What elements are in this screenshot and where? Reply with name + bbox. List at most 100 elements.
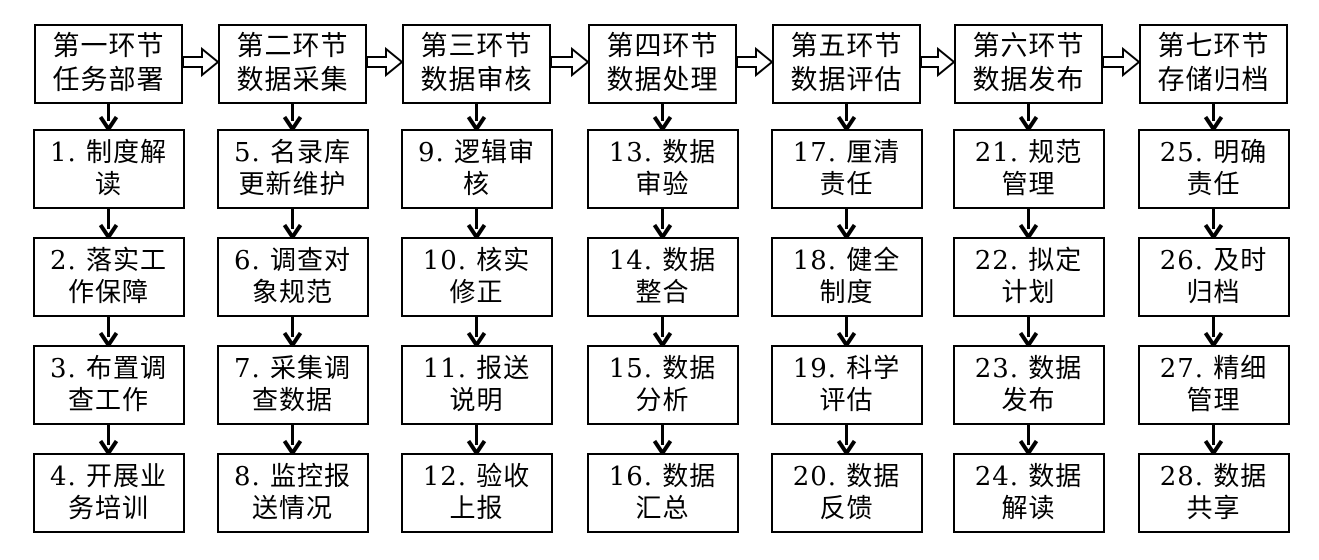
step-box-7-2-line-2: 归档	[1186, 278, 1241, 308]
step-box-3-1-line-1: 9. 逻辑审	[417, 138, 536, 168]
step-box-6-1: 21. 规范管理	[952, 129, 1105, 209]
down-arrow-5-2	[836, 317, 857, 349]
step-box-6-3-line-2: 发布	[1001, 386, 1056, 416]
step-box-5-4-line-2: 反馈	[819, 494, 874, 524]
step-box-4-2-line-2: 整合	[635, 278, 690, 308]
step-box-1-4-line-1: 4. 开展业	[49, 462, 168, 492]
down-arrow-2-1	[282, 209, 303, 241]
step-box-2-2-line-2: 象规范	[251, 278, 333, 308]
step-box-4-2: 14. 数据整合	[586, 237, 739, 317]
step-box-2-3: 7. 采集调查数据	[216, 345, 369, 425]
step-box-1-3-line-2: 查工作	[67, 386, 149, 416]
down-arrow-1-3	[98, 425, 119, 457]
step-box-1-3: 3. 布置调查工作	[32, 345, 185, 425]
step-box-1-1-line-2: 读	[94, 170, 122, 200]
step-box-6-3: 23. 数据发布	[952, 345, 1105, 425]
step-box-2-4-line-2: 送情况	[251, 494, 333, 524]
down-arrow-6-0	[1018, 104, 1039, 133]
step-box-2-4-line-1: 8. 监控报	[233, 462, 352, 492]
stage-box-1: 第一环节任务部署	[34, 24, 183, 104]
stage-box-1-line-1: 第一环节	[52, 31, 165, 62]
step-box-4-3-line-2: 分析	[635, 386, 690, 416]
step-box-6-4: 24. 数据解读	[952, 453, 1105, 533]
step-box-3-3: 11. 报送说明	[400, 345, 553, 425]
step-box-5-3-line-2: 评估	[819, 386, 874, 416]
step-box-5-2: 18. 健全制度	[770, 237, 923, 317]
down-arrow-3-2	[466, 317, 487, 349]
down-arrow-3-1	[466, 209, 487, 241]
stage-box-6-line-1: 第六环节	[972, 31, 1085, 62]
down-arrow-4-0	[652, 104, 673, 133]
stage-box-3: 第三环节数据审核	[402, 24, 551, 104]
stage-arrow-3-4	[550, 46, 590, 78]
stage-box-2-line-2: 数据采集	[236, 65, 349, 96]
down-arrow-7-0	[1203, 104, 1224, 133]
down-arrow-2-2	[282, 317, 303, 349]
stage-arrow-1-2	[182, 46, 220, 78]
step-box-6-3-line-1: 23. 数据	[974, 354, 1083, 384]
step-box-7-3-line-2: 管理	[1186, 386, 1241, 416]
step-box-3-3-line-1: 11. 报送	[422, 354, 531, 384]
step-box-3-4-line-2: 上报	[449, 494, 504, 524]
step-box-4-2-line-1: 14. 数据	[608, 246, 717, 276]
step-box-1-4: 4. 开展业务培训	[32, 453, 185, 533]
down-arrow-1-0	[98, 104, 119, 133]
step-box-1-2: 2. 落实工作保障	[32, 237, 185, 317]
down-arrow-4-2	[652, 317, 673, 349]
step-box-5-4-line-1: 20. 数据	[792, 462, 901, 492]
step-box-6-2-line-1: 22. 拟定	[974, 246, 1083, 276]
down-arrow-3-0	[466, 104, 487, 133]
down-arrow-6-3	[1018, 425, 1039, 457]
step-box-6-4-line-1: 24. 数据	[974, 462, 1083, 492]
step-box-7-4: 28. 数据共享	[1137, 453, 1290, 533]
step-box-7-1: 25. 明确责任	[1137, 129, 1290, 209]
stage-box-1-line-2: 任务部署	[52, 65, 165, 96]
step-box-1-4-line-2: 务培训	[67, 494, 149, 524]
step-box-7-1-line-2: 责任	[1186, 170, 1241, 200]
step-box-4-4-line-1: 16. 数据	[608, 462, 717, 492]
step-box-2-2-line-1: 6. 调查对	[233, 246, 352, 276]
step-box-5-2-line-1: 18. 健全	[792, 246, 901, 276]
step-box-4-3: 15. 数据分析	[586, 345, 739, 425]
step-box-3-3-line-2: 说明	[449, 386, 504, 416]
step-box-1-3-line-1: 3. 布置调	[49, 354, 168, 384]
down-arrow-3-3	[466, 425, 487, 457]
stage-arrow-4-5	[736, 46, 774, 78]
step-box-6-1-line-1: 21. 规范	[974, 138, 1083, 168]
down-arrow-1-2	[98, 317, 119, 349]
step-box-7-3-line-1: 27. 精细	[1159, 354, 1268, 384]
step-box-4-1-line-1: 13. 数据	[608, 138, 717, 168]
step-box-3-4: 12. 验收上报	[400, 453, 553, 533]
step-box-5-3-line-1: 19. 科学	[792, 354, 901, 384]
down-arrow-2-0	[282, 104, 303, 133]
stage-box-5-line-1: 第五环节	[790, 31, 903, 62]
step-box-4-4-line-2: 汇总	[635, 494, 690, 524]
stage-box-4-line-1: 第四环节	[606, 31, 719, 62]
step-box-2-3-line-2: 查数据	[251, 386, 333, 416]
stage-arrow-5-6	[920, 46, 956, 78]
step-box-7-1-line-1: 25. 明确	[1159, 138, 1268, 168]
step-box-2-3-line-1: 7. 采集调	[233, 354, 352, 384]
down-arrow-7-2	[1203, 317, 1224, 349]
stage-box-2: 第二环节数据采集	[218, 24, 367, 104]
step-box-3-4-line-1: 12. 验收	[422, 462, 531, 492]
stage-box-7-line-1: 第七环节	[1157, 31, 1270, 62]
step-box-3-1-line-2: 核	[462, 170, 490, 200]
step-box-1-1: 1. 制度解读	[32, 129, 185, 209]
stage-box-6-line-2: 数据发布	[972, 65, 1085, 96]
down-arrow-5-0	[836, 104, 857, 133]
step-box-4-4: 16. 数据汇总	[586, 453, 739, 533]
step-box-2-1-line-1: 5. 名录库	[233, 138, 352, 168]
down-arrow-4-3	[652, 425, 673, 457]
down-arrow-7-3	[1203, 425, 1224, 457]
step-box-5-1-line-2: 责任	[819, 170, 874, 200]
down-arrow-6-2	[1018, 317, 1039, 349]
step-box-6-4-line-2: 解读	[1001, 494, 1056, 524]
down-arrow-4-1	[652, 209, 673, 241]
step-box-5-3: 19. 科学评估	[770, 345, 923, 425]
stage-box-4-line-2: 数据处理	[606, 65, 719, 96]
stage-box-3-line-2: 数据审核	[420, 65, 533, 96]
step-box-1-2-line-2: 作保障	[67, 278, 149, 308]
step-box-4-1: 13. 数据审验	[586, 129, 739, 209]
